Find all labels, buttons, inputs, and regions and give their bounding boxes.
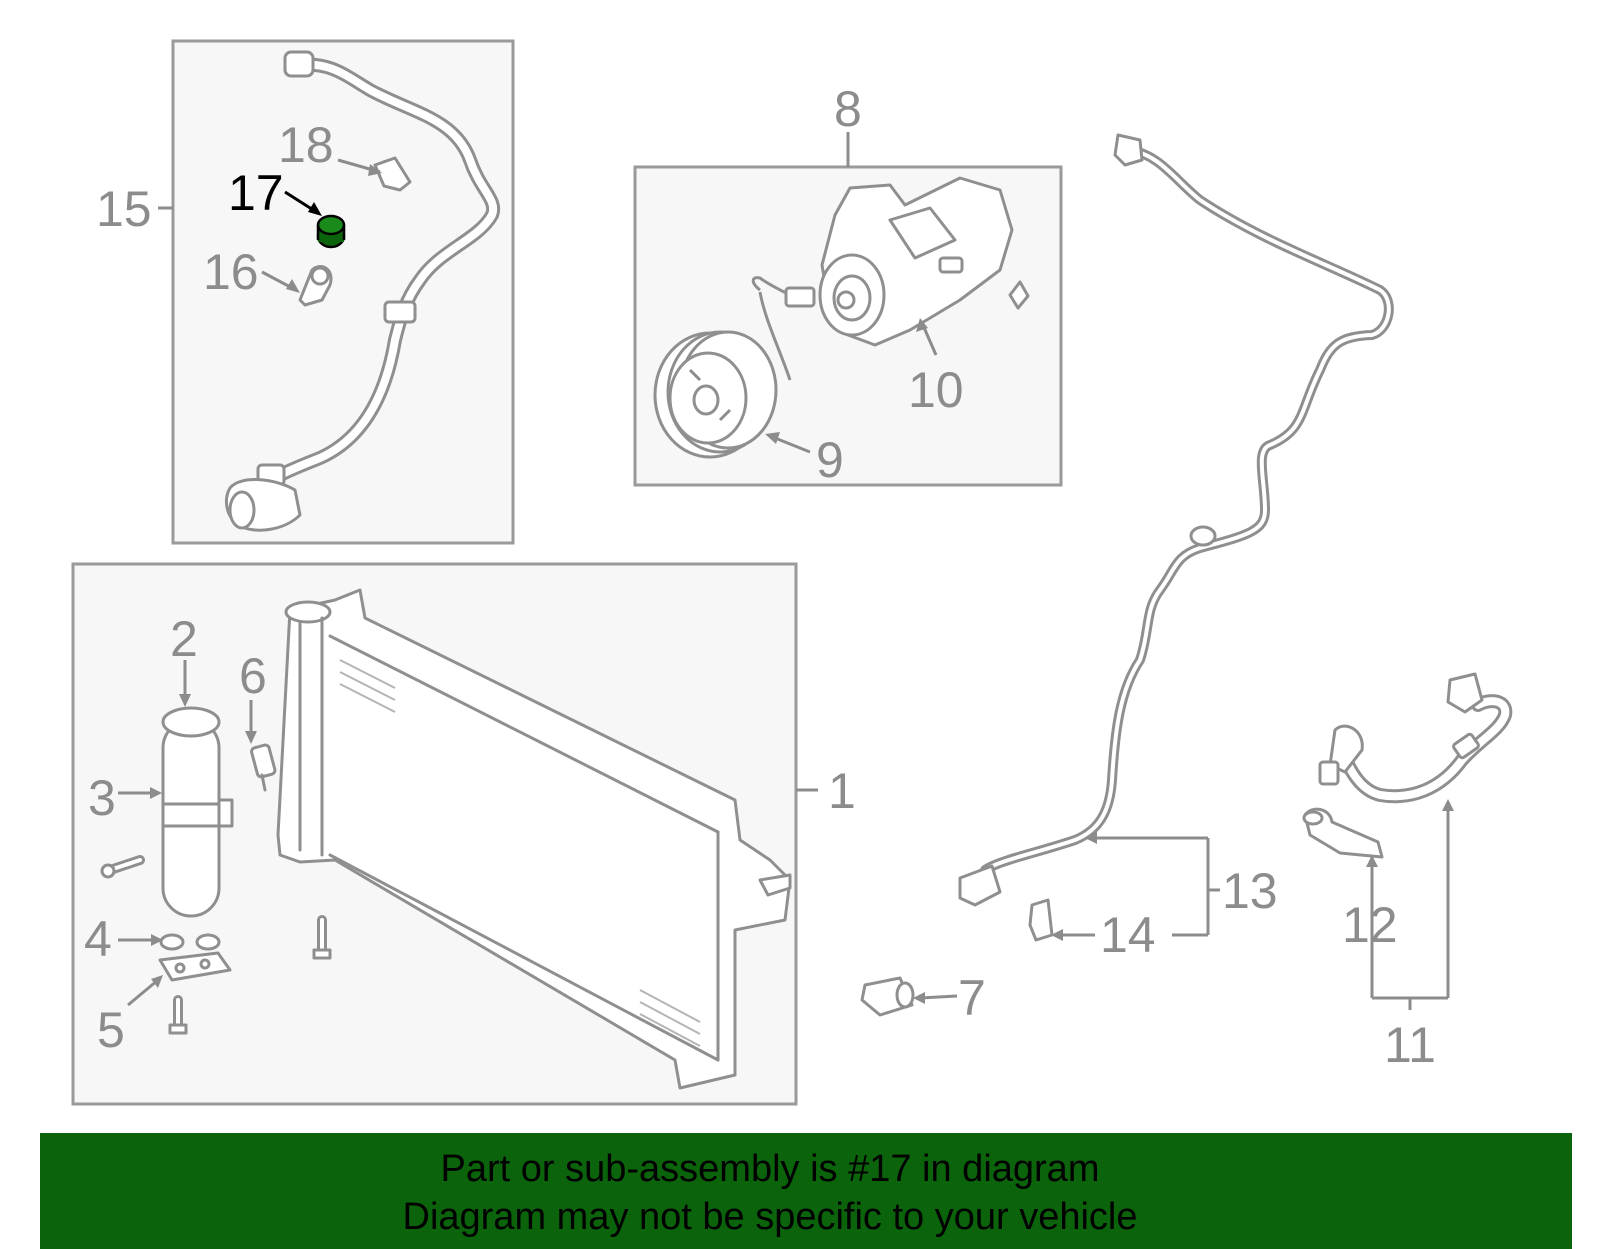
o-rings-4	[159, 933, 221, 951]
callout-2: 2	[170, 611, 198, 667]
callout-1: 1	[828, 763, 856, 819]
bracket-5	[158, 951, 232, 982]
pressure-switch-6	[250, 743, 277, 792]
callout-labels: 1 2 3 4 5 6 7 8 9 10 11 12 13 14 15 16 1…	[84, 81, 1436, 1073]
callout-18: 18	[278, 117, 334, 173]
bolt-left	[100, 855, 145, 879]
suction-hose-11	[1318, 672, 1513, 804]
callout-13: 13	[1222, 863, 1278, 919]
callout-11: 11	[1384, 1017, 1436, 1073]
banner-line-1: Part or sub-assembly is #17 in diagram	[440, 1148, 1100, 1190]
callout-8: 8	[834, 81, 862, 137]
callout-7: 7	[958, 970, 986, 1026]
liquid-pipe-13	[958, 133, 1394, 907]
bracket-12	[1302, 807, 1384, 859]
callout-5: 5	[97, 1002, 125, 1058]
callout-9: 9	[816, 432, 844, 488]
callout-15: 15	[96, 181, 152, 237]
o-ring-17	[316, 214, 346, 249]
bracket-16	[298, 265, 333, 307]
banner-line-2: Diagram may not be specific to your vehi…	[402, 1196, 1138, 1238]
discharge-hose	[224, 50, 501, 532]
callout-14: 14	[1100, 907, 1156, 963]
condenser-1	[276, 588, 792, 1090]
callout-10: 10	[908, 362, 964, 418]
leader-lines	[118, 132, 1454, 1010]
compressor-10	[818, 176, 1030, 347]
callout-6: 6	[239, 648, 267, 704]
clutch-pulley-9	[653, 330, 778, 459]
callout-12: 12	[1342, 897, 1398, 953]
callout-3: 3	[88, 770, 116, 826]
highlight-banner: Part or sub-assembly is #17 in diagram D…	[40, 1133, 1572, 1249]
receiver-drier-3	[161, 706, 234, 918]
callout-16: 16	[203, 244, 259, 300]
group-box-15	[171, 39, 515, 545]
callout-17: 17	[228, 165, 284, 221]
clip-14	[1028, 898, 1054, 942]
bolts-lower	[168, 915, 332, 1035]
clutch-wire	[751, 276, 816, 381]
callout-4: 4	[84, 911, 112, 967]
sensor-7	[860, 976, 915, 1017]
clip-18	[373, 156, 412, 192]
